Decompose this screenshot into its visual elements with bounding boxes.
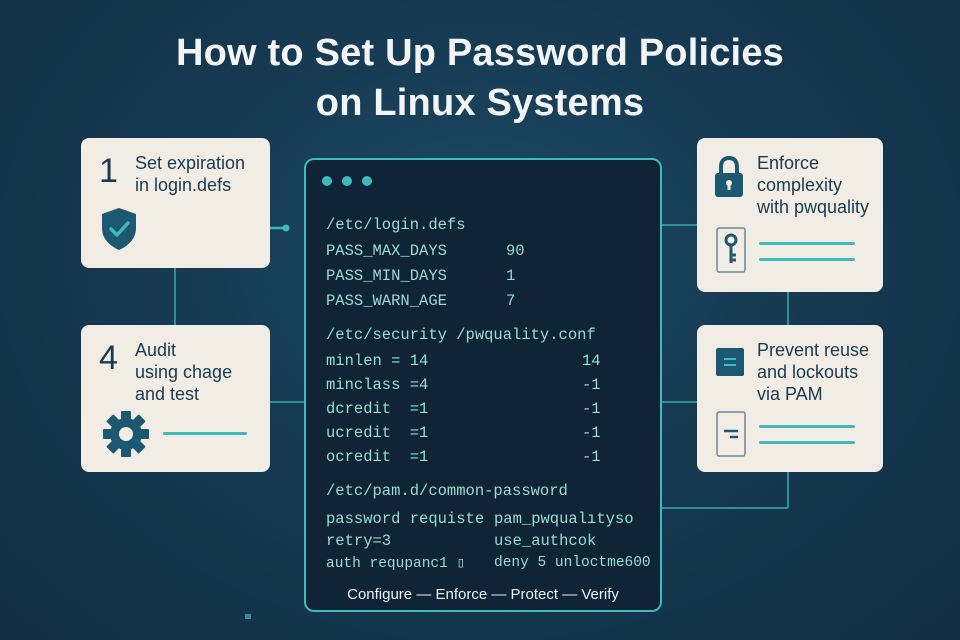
bar-decor-4 [759, 425, 855, 428]
terminal-window: /etc/login.defs PASS_MAX_DAYS 90 PASS_MI… [304, 158, 662, 612]
window-dot-2 [342, 176, 352, 186]
key-icon [716, 227, 746, 273]
config-value: use_authcok [494, 532, 597, 550]
gear-icon [103, 411, 149, 457]
step-4-line-2: using chage [135, 362, 233, 382]
config-key: minlen = 14 [326, 352, 429, 370]
config-value: 90 [506, 242, 525, 260]
config-value: 1 [506, 267, 516, 285]
bar-decor-3 [163, 432, 247, 435]
padlock-icon [715, 156, 743, 197]
wire-endpoint-dot [282, 224, 290, 232]
step-1-line-2: in login.defs [135, 175, 232, 195]
window-dot-3 [362, 176, 372, 186]
step-card-3: Prevent reuse and lockouts via PAM [697, 325, 883, 472]
lines-icon [716, 411, 746, 457]
config-value: -1 [582, 424, 601, 442]
step-4-line-1: Audit [135, 340, 177, 360]
step-3-line-2: and lockouts [757, 362, 859, 382]
step-text-1: Set expiration in login.defs [135, 152, 245, 196]
config-key: auth requpanc1 ▯ [326, 556, 466, 572]
step-3-line-3: via PAM [757, 384, 823, 404]
step-3-line-1: Prevent reuse [757, 340, 870, 360]
step-2-line-1: Enforce [757, 153, 820, 173]
step-2-line-3: with pwquality [757, 197, 870, 217]
config-value: deny 5 unloctme600 [494, 555, 651, 571]
step-card-1: 1 Set expiration in login.defs [81, 138, 270, 268]
bar-decor-2 [759, 258, 855, 261]
document-icon [716, 348, 744, 376]
config-key: PASS_WARN_AGE [326, 292, 447, 310]
section-header-pwquality: /etc/security /pwquality.conf [326, 326, 596, 344]
config-value: pam_pwqualıtyso [494, 510, 634, 528]
section-header-pam: /etc/pam.d/common-password [326, 482, 568, 500]
workflow-footer: Configure — Enforce — Protect — Verify [347, 586, 619, 603]
config-key: password requiste [326, 510, 485, 528]
config-key: ocredit =1 [326, 448, 429, 466]
config-key: PASS_MAX_DAYS [326, 242, 447, 260]
title-line-2: on Linux Systems [315, 82, 645, 124]
step-card-2: Enforce complexity with pwquality [697, 138, 883, 292]
step-text-2: Enforce complexity with pwquality [757, 152, 869, 218]
window-dot-1 [322, 176, 332, 186]
page-title: How to Set Up Password Policies on Linux… [0, 28, 960, 128]
config-value: 7 [506, 292, 516, 310]
title-line-1: How to Set Up Password Policies [175, 32, 784, 74]
config-value: -1 [582, 448, 601, 466]
config-key: retry=3 [326, 532, 392, 550]
step-text-4: Audit using chage and test [135, 339, 232, 405]
step-4-line-3: and test [135, 384, 200, 404]
step-number-1: 1 [99, 152, 118, 190]
config-value: -1 [582, 400, 601, 418]
config-value: -1 [582, 376, 601, 394]
step-number-4: 4 [99, 339, 118, 377]
bar-decor-1 [759, 242, 855, 245]
section-header-login-defs: /etc/login.defs [326, 216, 466, 234]
step-2-line-2: complexity [757, 175, 843, 195]
config-key: ucredit =1 [326, 424, 429, 442]
config-key: minclass =4 [326, 376, 429, 394]
config-key: dcredit =1 [326, 400, 429, 418]
step-1-line-1: Set expiration [135, 153, 246, 173]
config-key: PASS_MIN_DAYS [326, 267, 447, 285]
step-text-3: Prevent reuse and lockouts via PAM [757, 339, 869, 405]
shield-check-icon [102, 208, 136, 250]
corner-mark [245, 614, 251, 619]
bar-decor-5 [759, 441, 855, 444]
step-card-4: 4 Audit using chage and test [81, 325, 270, 472]
config-value: 14 [582, 352, 601, 370]
